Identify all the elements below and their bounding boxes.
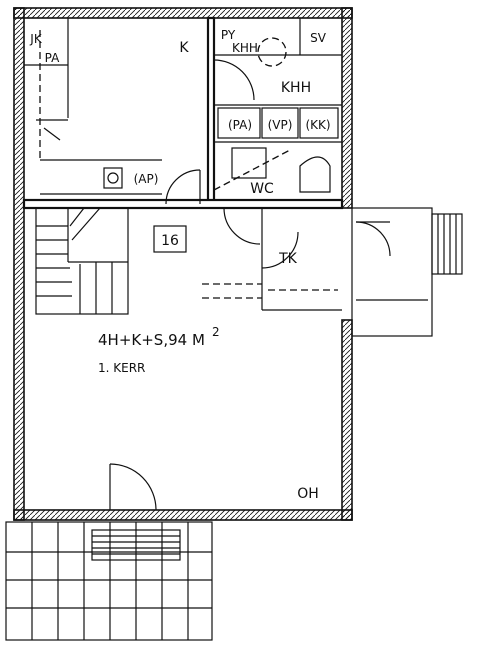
room-label-khh-small: KHH — [232, 41, 258, 55]
room-label-sv: SV — [310, 31, 327, 45]
room-label-ap: (AP) — [134, 172, 159, 186]
area-label: 4H+K+S,94 M — [98, 331, 205, 349]
interior-walls — [22, 16, 344, 315]
room-label-kitchen: K — [179, 40, 189, 56]
unit-number: 16 — [161, 233, 179, 249]
room-label-pa-top: PA — [45, 51, 60, 65]
room-label-wc: WC — [250, 181, 274, 197]
room-labels: JK PA K PY KHH SV KHH (PA) (VP) (KK) (AP… — [29, 28, 330, 502]
unit-number-box — [153, 225, 187, 253]
room-label-py: PY — [221, 28, 236, 42]
room-label-jk: JK — [29, 32, 43, 46]
bath-fixtures — [213, 37, 339, 193]
room-label-pa: (PA) — [228, 118, 252, 132]
area-superscript: 2 — [212, 325, 220, 339]
room-label-oh: OH — [297, 486, 319, 502]
floor-label: 1. KERR — [98, 361, 145, 375]
entrance-porch — [351, 207, 463, 337]
room-label-vp: (VP) — [268, 118, 293, 132]
kitchen-counter — [36, 30, 162, 195]
closet-shelving — [202, 283, 338, 299]
exterior-walls — [13, 7, 353, 521]
room-label-tk: TK — [278, 251, 298, 267]
room-label-kk: (KK) — [305, 118, 330, 132]
doors — [109, 59, 391, 511]
room-label-khh: KHH — [281, 80, 311, 96]
terrace — [5, 521, 213, 641]
staircase — [36, 207, 128, 314]
